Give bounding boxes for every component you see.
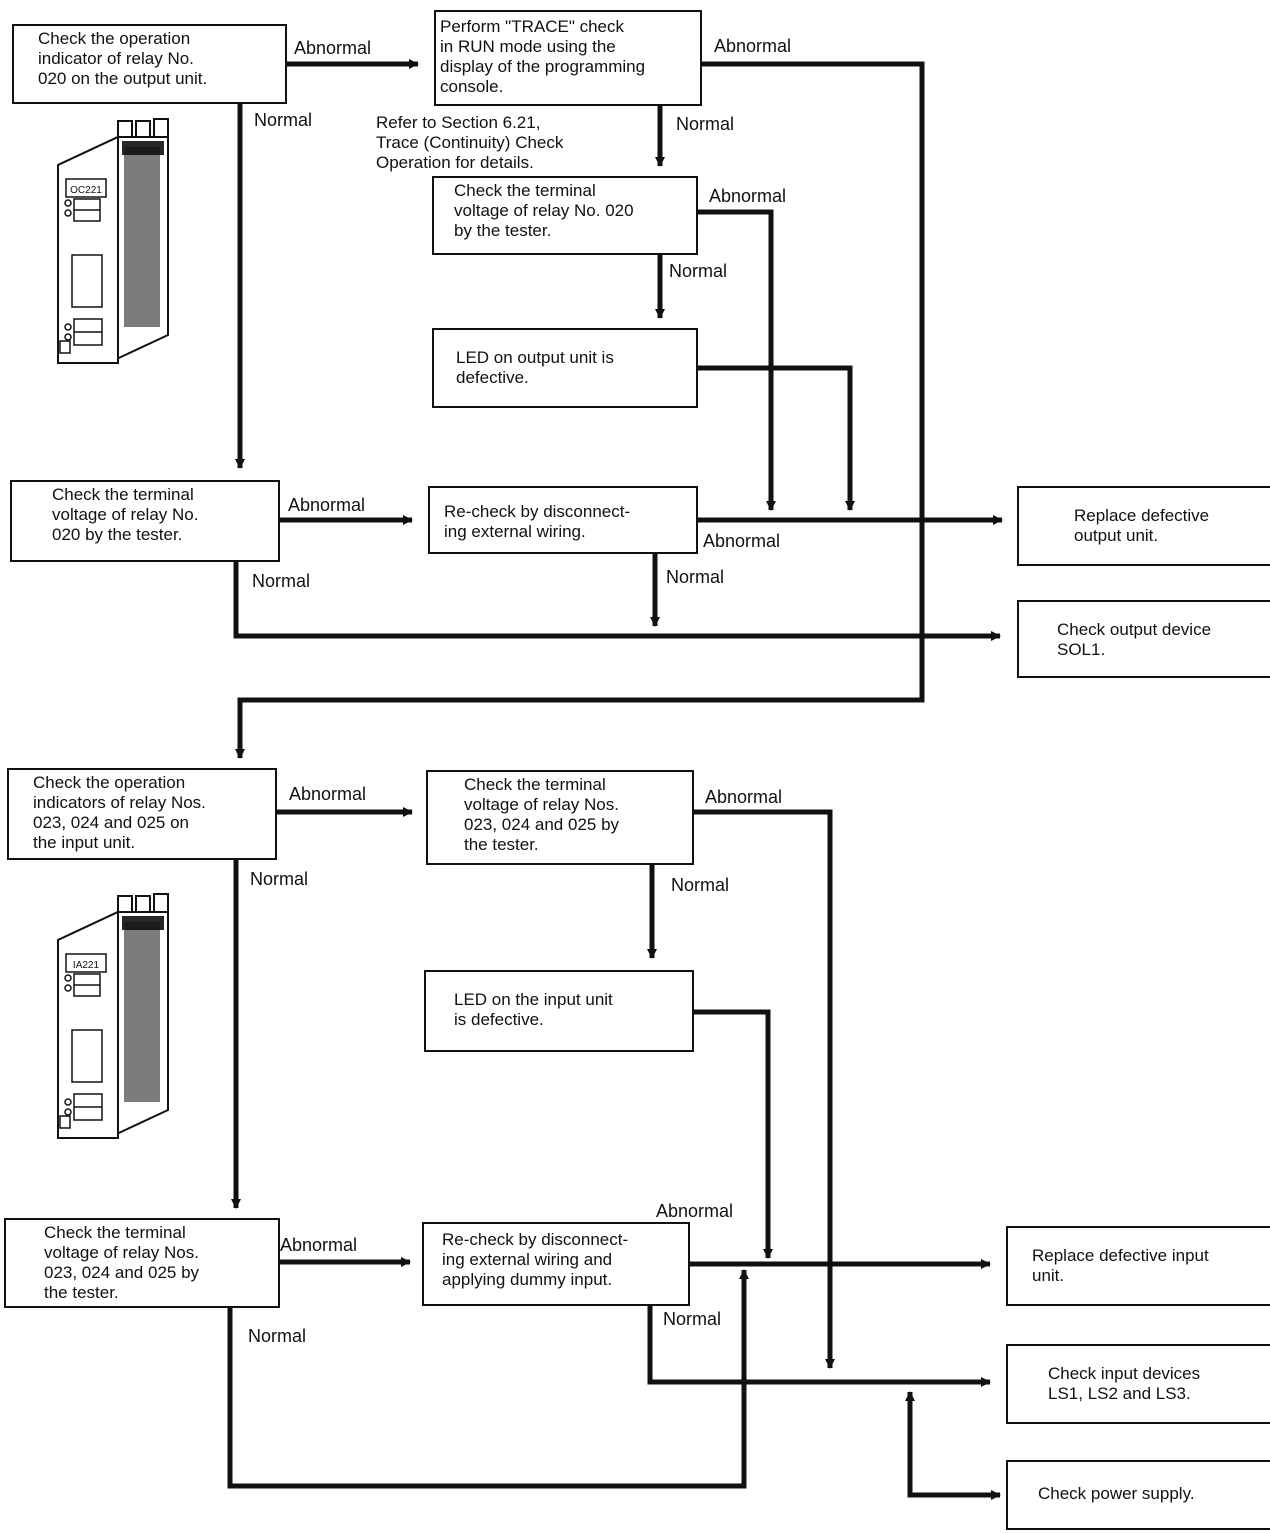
label-abnormal: Abnormal (703, 531, 781, 551)
box-recheck-output: Re-check by disconnect- ing external wir… (428, 486, 698, 554)
label-normal: Normal (666, 567, 725, 587)
label-abnormal: Abnormal (714, 36, 792, 56)
input-unit-model: IA221 (73, 960, 100, 971)
box-recheck-input: Re-check by disconnect- ing external wir… (422, 1222, 690, 1306)
line-b10-b15 (694, 809, 835, 1369)
label-abnormal: Abnormal (656, 1201, 734, 1221)
line-b3-merge (698, 209, 776, 511)
label-abnormal: Abnormal (288, 495, 366, 515)
label-abnormal: Abnormal (289, 784, 367, 804)
box-trace-check: Perform "TRACE" check in RUN mode using … (434, 10, 702, 106)
output-unit-model: OC221 (70, 185, 102, 196)
input-unit-illustration: IA221 (57, 893, 169, 1139)
box-check-terminal-input-b: Check the terminal voltage of relay Nos.… (4, 1218, 280, 1308)
box-check-ls-devices: Check input devices LS1, LS2 and LS3. (1006, 1344, 1270, 1424)
label-abnormal: Abnormal (709, 186, 787, 206)
label-abnormal: Abnormal (294, 38, 372, 58)
box-check-terminal-020-b: Check the terminal voltage of relay No. … (10, 480, 280, 562)
box-check-output-indicator: Check the operation indicator of relay N… (12, 24, 287, 104)
line-b16-b15 (905, 1391, 998, 1498)
label-normal: Normal (676, 114, 735, 134)
box-replace-output-unit: Replace defective output unit. (1017, 486, 1270, 566)
label-normal: Normal (254, 110, 313, 130)
box-replace-input-unit: Replace defective input unit. (1006, 1226, 1270, 1306)
line-b13-b15 (647, 1306, 991, 1387)
label-normal: Normal (663, 1309, 722, 1329)
reference-note: Refer to Section 6.21, Trace (Continuity… (376, 113, 564, 172)
line-b12-back (227, 1269, 749, 1489)
label-abnormal: Abnormal (280, 1235, 358, 1255)
line-b11-merge (694, 1009, 773, 1259)
label-normal: Normal (252, 571, 311, 591)
box-check-terminal-020-a: Check the terminal voltage of relay No. … (432, 176, 698, 255)
line-b2-down (235, 61, 925, 759)
line-b4-merge (698, 365, 855, 511)
label-normal: Normal (669, 261, 728, 281)
label-abnormal: Abnormal (705, 787, 783, 807)
label-normal: Normal (250, 869, 309, 889)
box-led-output-defective: LED on output unit is defective. (432, 328, 698, 408)
label-normal: Normal (248, 1326, 307, 1346)
box-check-sol1: Check output device SOL1. (1017, 600, 1270, 678)
box-check-power-supply: Check power supply. (1006, 1460, 1270, 1530)
arrow-b5-b8 (233, 562, 1001, 641)
box-check-terminal-input-a: Check the terminal voltage of relay Nos.… (426, 770, 694, 865)
box-check-input-indicators: Check the operation indicators of relay … (7, 768, 277, 860)
label-normal: Normal (671, 875, 730, 895)
box-led-input-defective: LED on the input unit is defective. (424, 970, 694, 1052)
output-unit-illustration: OC221 (57, 118, 169, 364)
